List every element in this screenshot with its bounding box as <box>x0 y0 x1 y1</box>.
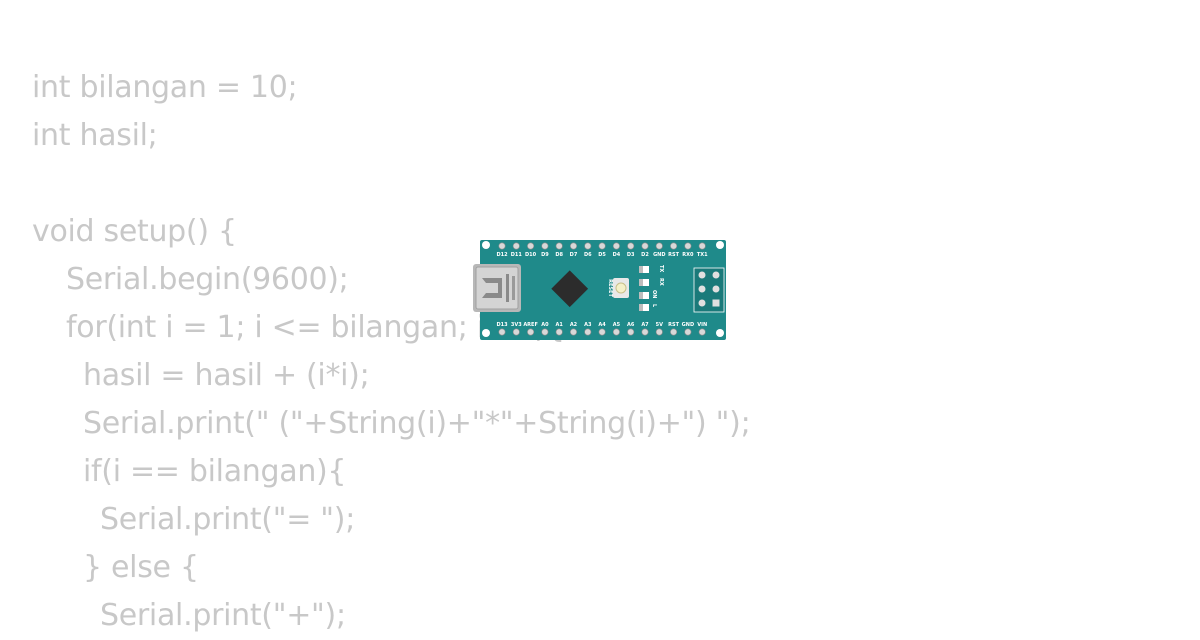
pin-label: D12 <box>496 252 508 258</box>
reset-label: RESET <box>607 279 613 297</box>
pin-label: VIN <box>697 322 707 328</box>
mount-hole <box>716 241 724 249</box>
pin-label: D2 <box>641 252 649 258</box>
pin-label: 3V3 <box>511 322 522 328</box>
pin-label: A2 <box>570 322 578 328</box>
pin-label: D5 <box>598 252 606 258</box>
code-line: } else { <box>83 550 199 585</box>
code-line: int bilangan = 10; <box>32 70 298 105</box>
pin-a2[interactable] <box>570 328 578 336</box>
pin-rx0[interactable] <box>684 242 692 250</box>
pin-label: D11 <box>511 252 523 258</box>
pin-label: D10 <box>525 252 537 258</box>
code-line: if(i == bilangan){ <box>83 454 347 489</box>
pin-label: A0 <box>541 322 549 328</box>
pin-label: RST <box>668 252 679 258</box>
icsp-header <box>693 267 725 313</box>
pin-label: A3 <box>584 322 592 328</box>
status-leds <box>639 266 649 311</box>
pin-label: RST <box>668 322 679 328</box>
pin-a5[interactable] <box>612 328 620 336</box>
reset-button[interactable] <box>613 278 629 298</box>
pin-label: D4 <box>613 252 621 258</box>
pin-a3[interactable] <box>584 328 592 336</box>
pin-3v3[interactable] <box>512 328 520 336</box>
pin-a1[interactable] <box>555 328 563 336</box>
pin-rst[interactable] <box>670 328 678 336</box>
pin-d13[interactable] <box>498 328 506 336</box>
pin-label: A7 <box>641 322 649 328</box>
pin-label: AREF <box>523 322 538 328</box>
pin-gnd[interactable] <box>684 328 692 336</box>
pin-label: D7 <box>570 252 578 258</box>
pin-label: D9 <box>541 252 549 258</box>
mount-hole <box>482 329 490 337</box>
led-label-l: L <box>651 304 657 308</box>
code-line: void setup() { <box>32 214 237 249</box>
pin-label: A4 <box>598 322 606 328</box>
pin-label: GND <box>682 322 694 328</box>
pin-rst[interactable] <box>670 242 678 250</box>
pin-d4[interactable] <box>612 242 620 250</box>
pin-d12[interactable] <box>498 242 506 250</box>
pin-gnd[interactable] <box>655 242 663 250</box>
pin-label: RX0 <box>682 252 694 258</box>
pin-vin[interactable] <box>698 328 706 336</box>
pin-d10[interactable] <box>527 242 535 250</box>
pin-a7[interactable] <box>641 328 649 336</box>
code-line: Serial.print("+"); <box>100 598 346 633</box>
pin-label: 5V <box>656 322 663 328</box>
pin-a6[interactable] <box>627 328 635 336</box>
code-line: int hasil; <box>32 118 158 153</box>
code-line: hasil = hasil + (i*i); <box>83 358 370 393</box>
pin-tx1[interactable] <box>698 242 706 250</box>
pin-d7[interactable] <box>570 242 578 250</box>
pin-a0[interactable] <box>541 328 549 336</box>
pin-d5[interactable] <box>598 242 606 250</box>
mount-hole <box>482 241 490 249</box>
pin-d11[interactable] <box>512 242 520 250</box>
pin-label: A6 <box>627 322 635 328</box>
pcb <box>480 240 726 340</box>
pin-label: D6 <box>584 252 592 258</box>
code-line <box>32 160 750 208</box>
led-label-on: ON <box>651 290 657 298</box>
pin-aref[interactable] <box>527 328 535 336</box>
pin-d6[interactable] <box>584 242 592 250</box>
led-label-tx: TX <box>658 265 664 272</box>
code-view: int bilangan = 10; int hasil; void setup()… <box>32 64 751 640</box>
pin-d9[interactable] <box>541 242 549 250</box>
pin-label: A5 <box>613 322 621 328</box>
pin-label: GND <box>653 252 665 258</box>
pin-5v[interactable] <box>655 328 663 336</box>
led-label-rx: RX <box>658 278 664 286</box>
pin-label: D3 <box>627 252 635 258</box>
code-line: Serial.print("= "); <box>100 502 355 537</box>
pin-label: D8 <box>555 252 563 258</box>
pin-d3[interactable] <box>627 242 635 250</box>
pin-d8[interactable] <box>555 242 563 250</box>
code-line: Serial.begin(9600); <box>66 262 349 297</box>
pin-label: A1 <box>556 322 564 328</box>
code-line: Serial.print(" ("+String(i)+"*"+String(i… <box>83 406 751 441</box>
pin-a4[interactable] <box>598 328 606 336</box>
pin-label: D13 <box>496 322 508 328</box>
pin-label: TX1 <box>697 252 708 258</box>
mount-hole <box>716 329 724 337</box>
usb-connector <box>473 264 521 312</box>
pin-d2[interactable] <box>641 242 649 250</box>
